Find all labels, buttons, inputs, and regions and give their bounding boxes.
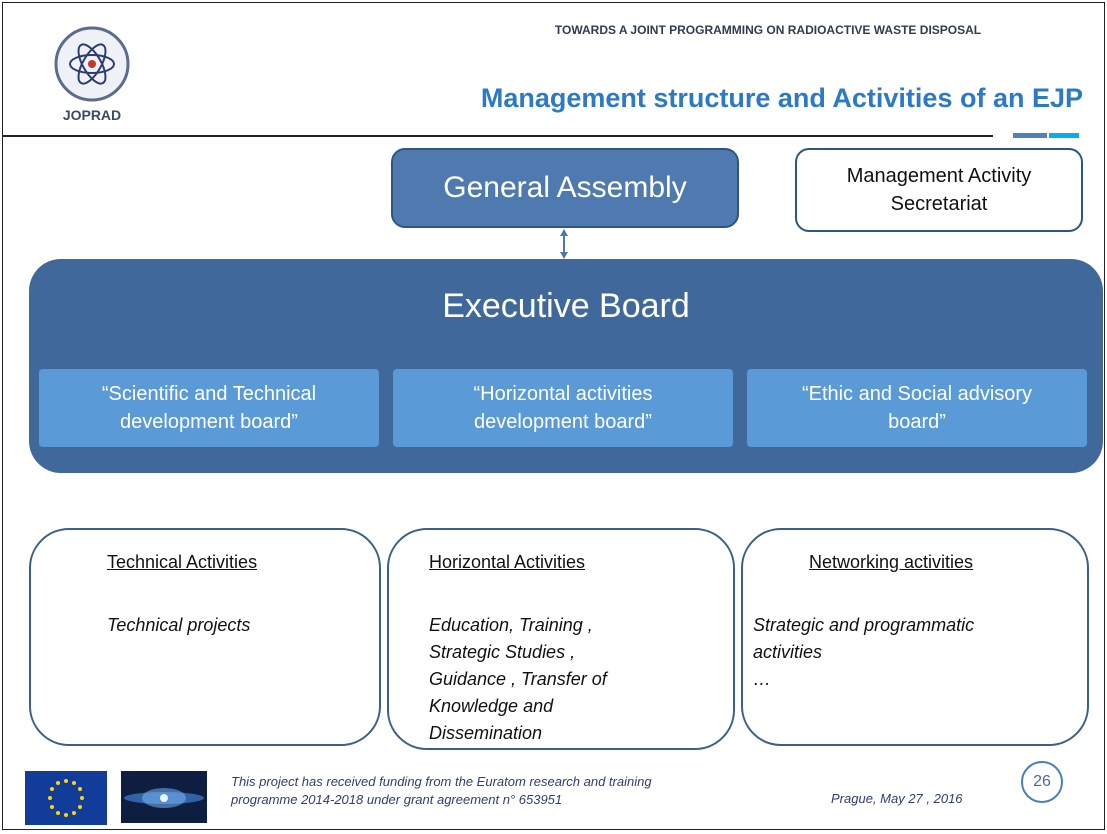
- activity-line: activities: [753, 642, 823, 662]
- horizontal-activities-body: Education, Training , Strategic Studies …: [429, 612, 607, 747]
- eu-flag-icon: [25, 771, 107, 825]
- board-line1: “Horizontal activities: [473, 383, 653, 405]
- executive-board-title: Executive Board: [442, 287, 690, 325]
- activity-line: Guidance , Transfer of: [429, 669, 607, 689]
- double-arrow-connector: [560, 229, 568, 259]
- horizontal-activities-box: Horizontal Activities Education, Trainin…: [387, 528, 735, 750]
- technical-activities-box: Technical Activities Technical projects: [29, 528, 381, 746]
- funding-statement: This project has received funding from t…: [231, 773, 771, 809]
- activity-line: …: [753, 669, 771, 689]
- logo-text: JOPRAD: [62, 107, 122, 123]
- board-line2: development board”: [474, 411, 652, 433]
- management-secretariat-line1: Management Activity: [846, 165, 1032, 187]
- header-divider: [3, 135, 993, 137]
- horizontal-activities-heading: Horizontal Activities: [429, 552, 586, 572]
- footer: This project has received funding from t…: [3, 757, 1104, 829]
- activity-line: Strategic Studies ,: [429, 642, 576, 662]
- general-assembly-box: General Assembly: [391, 148, 739, 228]
- board-line2: board”: [888, 411, 946, 433]
- activity-line: Knowledge and: [429, 696, 554, 716]
- page-number: 26: [1021, 761, 1063, 803]
- funding-line1: This project has received funding from t…: [231, 774, 652, 789]
- activity-line: Technical projects: [107, 615, 251, 635]
- board-line2: development board”: [120, 411, 298, 433]
- ethic-social-advisory-board: “Ethic and Social advisory board”: [747, 369, 1087, 447]
- management-secretariat-line2: Secretariat: [890, 193, 988, 215]
- networking-activities-heading: Networking activities: [809, 552, 974, 572]
- page-title: Management structure and Activities of a…: [480, 83, 1083, 113]
- accent-bar: [1049, 133, 1079, 138]
- general-assembly-label: General Assembly: [443, 171, 687, 204]
- activity-line: Education, Training ,: [429, 615, 593, 635]
- technical-activities-body: Technical projects: [107, 612, 250, 639]
- networking-activities-body: Strategic and programmatic activities …: [753, 612, 974, 693]
- activity-line: Strategic and programmatic: [753, 615, 975, 635]
- project-title: TOWARDS A JOINT PROGRAMMING ON RADIOACTI…: [554, 23, 982, 37]
- place-date: Prague, May 27 , 2016: [831, 791, 963, 806]
- networking-activities-box: Networking activities Strategic and prog…: [741, 528, 1089, 746]
- activity-line: Dissemination: [429, 723, 543, 743]
- scientific-technical-board: “Scientific and Technical development bo…: [39, 369, 379, 447]
- horizontal-activities-board: “Horizontal activities development board…: [393, 369, 733, 447]
- technical-activities-heading: Technical Activities: [107, 552, 258, 572]
- funding-line2: programme 2014-2018 under grant agreemen…: [231, 792, 563, 807]
- atom-logo-icon: [54, 26, 130, 102]
- joprad-logo: JOPRAD: [51, 23, 133, 135]
- euratom-logo-icon: [121, 771, 207, 823]
- board-line1: “Scientific and Technical: [101, 383, 317, 405]
- board-line1: “Ethic and Social advisory: [801, 383, 1033, 405]
- executive-board: Executive Board “Scientific and Technica…: [29, 259, 1103, 473]
- accent-bar: [1013, 133, 1047, 138]
- management-secretariat-box: Management Activity Secretariat: [795, 148, 1083, 232]
